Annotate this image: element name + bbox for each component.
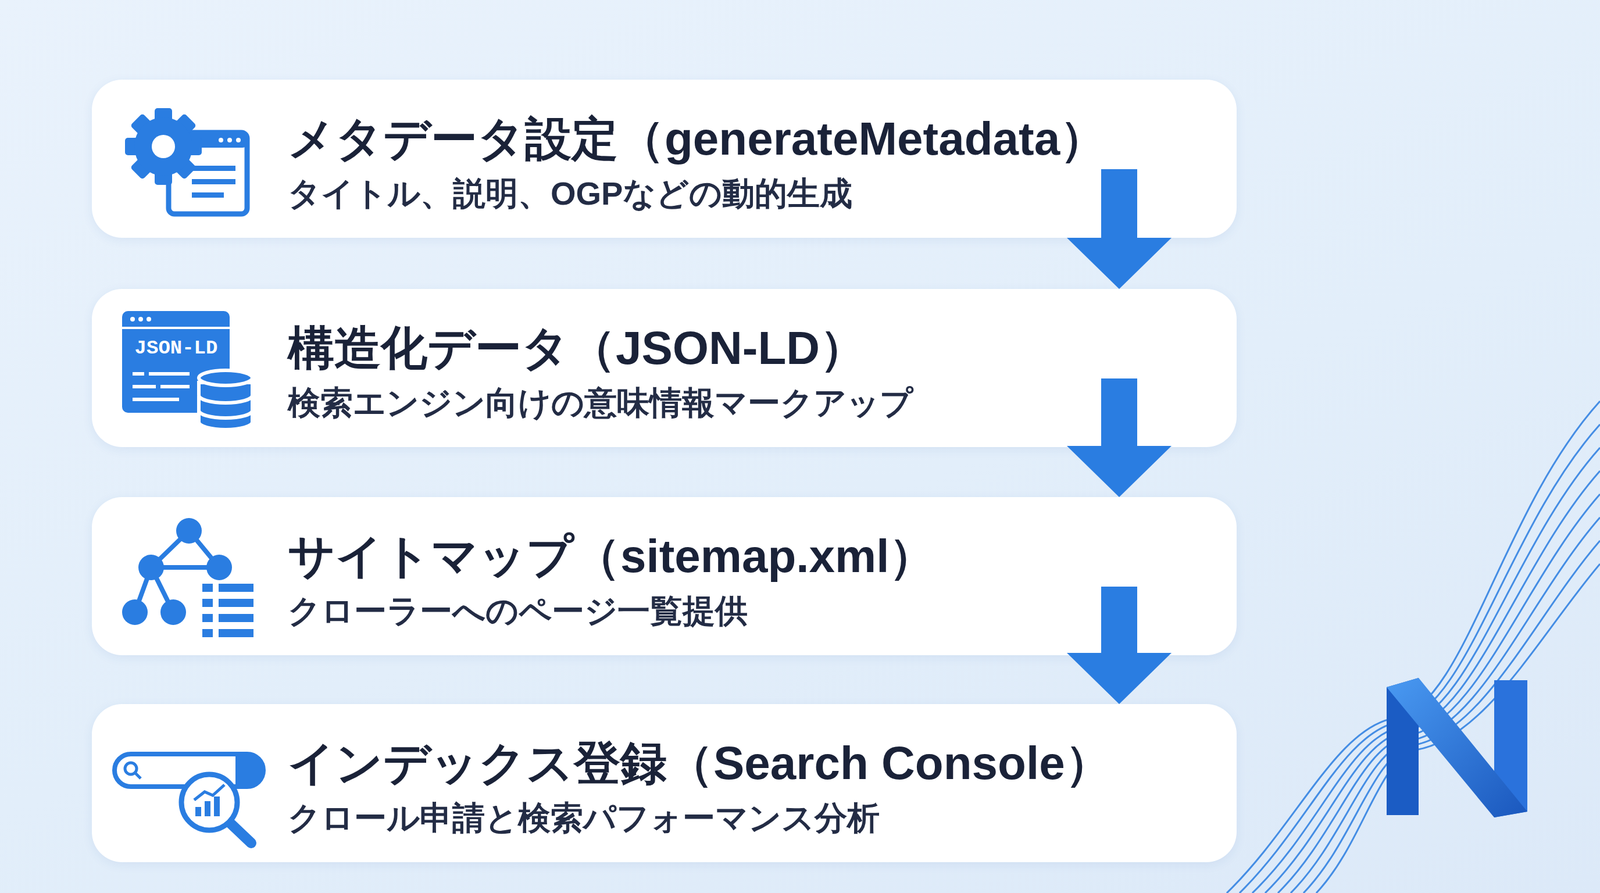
process-box: サイトマップ（sitemap.xml） クローラーへのページ一覧提供 [91,497,1237,656]
list-bullet [202,583,213,592]
step-heading: 構造化データ（JSON-LD） [287,321,1202,375]
db-layer [198,412,253,430]
small-lens [125,762,137,775]
flow-arrow [1101,655,1138,705]
window-dot [227,137,232,143]
search-bar [114,754,264,787]
wave-lines [1226,401,1600,893]
code-line [132,397,180,402]
list-line [218,613,254,623]
window-frame [122,311,230,413]
tree-line [188,530,220,568]
gear-symbol [125,108,202,185]
tree-nodes [122,518,232,625]
process-box: インデックス登録（Search Console） クロール申請と検索パフォーマンス… [91,704,1237,863]
window-frame [168,132,248,214]
gear-body [134,117,193,176]
logo-left-bar [1386,677,1419,816]
search-icon [114,754,264,844]
gear-tooth [130,113,198,181]
window-dot [130,316,135,322]
gear-tooth [130,113,198,181]
magnifier-handle [227,820,252,844]
arrow-shaft [1101,586,1138,656]
process-box: 構造化データ（JSON-LD） 検索エンジン向けの意味情報マークアップ [91,288,1237,448]
tree-lines [134,530,220,613]
wave-line [1290,517,1600,893]
window-dot [236,137,241,143]
gear-hole [151,134,175,159]
chart-bar [213,796,220,817]
list-line [218,598,254,607]
tree-line [151,530,189,568]
wave-line [1277,494,1600,893]
chart-bar [195,806,202,817]
db-layer [198,382,253,403]
step-description: クローラーへのページ一覧提供 [287,591,1202,631]
text-line [191,192,224,198]
logo [1386,677,1528,818]
trend-line [194,784,225,800]
tree-node [206,554,232,581]
tree-node [122,599,148,625]
arrow-shaft [1101,169,1138,238]
logo-right-bar [1494,680,1528,818]
small-handle [134,772,141,779]
step-description: タイトル、説明、OGPなどの動的生成 [287,173,1202,213]
flow-arrow [1101,237,1138,289]
step-heading: メタデータ設定（generateMetadata） [287,112,1202,166]
db-layer [198,397,253,419]
json-ld-icon [122,311,253,430]
step-description: クロール申請と検索パフォーマンス分析 [287,798,1202,838]
code-line [132,384,156,389]
list-bullet [202,629,213,638]
list-line [218,583,254,592]
window-dot [138,316,144,322]
list-bullet [202,598,213,607]
tree-node [160,599,187,625]
wave-line [1303,540,1600,893]
logo-diagonal [1386,677,1528,818]
tree-line [134,567,152,613]
window-bar [168,132,248,148]
step-description: 検索エンジン向けの意味情報マークアップ [287,383,1202,423]
flow-arrow [1101,447,1138,498]
wave-line [1316,563,1600,893]
list-symbol [202,583,254,638]
arrow-shaft [1101,378,1138,448]
db-top [198,370,253,386]
wave-line [1252,447,1600,893]
tree-node [176,518,202,544]
wave-line [1239,424,1600,893]
gear-tooth [125,137,202,156]
list-bullet [202,613,213,623]
code-line [132,372,145,376]
settings-icon [125,108,248,214]
database-symbol [198,370,253,430]
step-heading: サイトマップ（sitemap.xml） [287,529,1202,584]
wave-line [1226,401,1600,893]
step-heading: インデックス登録（Search Console） [287,736,1202,791]
process-box: メタデータ設定（generateMetadata） タイトル、説明、OGPなどの動… [91,79,1237,238]
chart-bar [204,801,211,817]
code-line [148,372,190,376]
window-dot [146,316,152,322]
window-bar-line [122,326,230,330]
window-dot [218,137,224,143]
magnifier-lens [181,774,238,831]
text-line [191,165,236,171]
list-line [218,629,254,638]
search-bar-end [235,754,264,787]
code-line [160,384,190,389]
wave-line [1265,470,1600,893]
tree-node [138,554,164,581]
text-line [191,179,236,185]
sitemap-icon [122,518,254,638]
gear-tooth [154,108,173,185]
tree-line [151,565,220,570]
tree-line [151,567,174,613]
